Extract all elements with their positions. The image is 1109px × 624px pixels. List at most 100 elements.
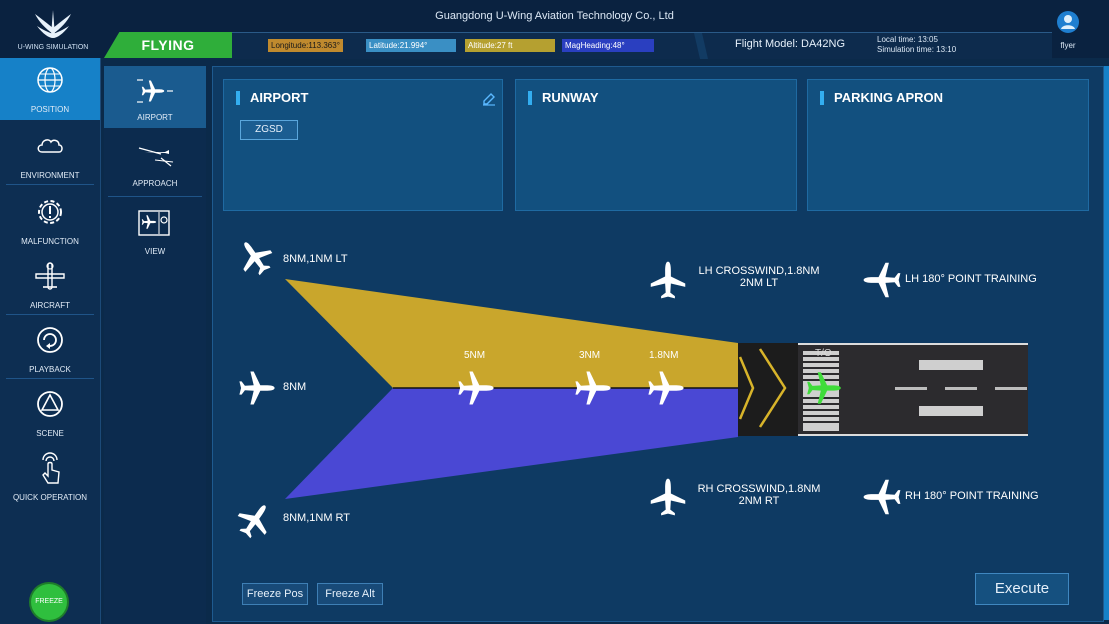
- nav-environment-label: ENVIRONMENT: [20, 171, 80, 180]
- plane-8nm-rt-icon[interactable]: [231, 496, 279, 544]
- card-accent: [236, 91, 240, 105]
- card-accent: [528, 91, 532, 105]
- divider-icon: [694, 33, 708, 59]
- nav-malfunction-label: MALFUNCTION: [21, 237, 79, 246]
- local-time: Local time: 13:05: [877, 35, 938, 44]
- execute-button[interactable]: Execute: [975, 573, 1069, 605]
- plane-lh-crosswind-icon[interactable]: [650, 261, 686, 299]
- plane-lh-180-icon[interactable]: [863, 262, 901, 298]
- freeze-pos-button[interactable]: Freeze Pos: [242, 583, 308, 605]
- plane-8nm-lt-icon[interactable]: [231, 233, 279, 281]
- scene-icon: [37, 391, 63, 417]
- main-sidebar: POSITION ENVIRONMENT MALFUNCTION AIRCRAF…: [0, 58, 101, 624]
- card-accent: [820, 91, 824, 105]
- label-takeoff: T/O: [815, 348, 832, 359]
- nav-playback[interactable]: PLAYBACK: [0, 318, 100, 380]
- flight-mode-badge: FLYING: [104, 32, 232, 58]
- nav-scene-label: SCENE: [36, 429, 64, 438]
- status-bar: Longitude:113.363° Latitude:21.994° Alti…: [232, 32, 1052, 59]
- freeze-alt-button[interactable]: Freeze Alt: [317, 583, 383, 605]
- edit-icon[interactable]: [482, 92, 496, 106]
- airport-plane-icon: [137, 79, 173, 103]
- runway-card-title: RUNWAY: [542, 90, 599, 105]
- subnav-airport[interactable]: AIRPORT: [104, 66, 206, 128]
- subnav-airport-label: AIRPORT: [137, 113, 173, 122]
- label-1-8nm: 1.8NM: [649, 350, 679, 361]
- nav-playback-label: PLAYBACK: [29, 365, 71, 374]
- airport-card: AIRPORT ZGSD: [223, 79, 503, 211]
- nav-aircraft-label: AIRCRAFT: [30, 301, 70, 310]
- nav-scene[interactable]: SCENE: [0, 382, 100, 444]
- subnav-approach[interactable]: APPROACH: [104, 132, 206, 194]
- globe-icon: [37, 67, 63, 93]
- right-approach-sector[interactable]: [285, 388, 738, 499]
- runway-edge: [798, 343, 1028, 345]
- approach-icon: [138, 147, 174, 167]
- aircraft-icon: [35, 262, 65, 290]
- altitude-chip: Altitude:27 ft: [465, 39, 555, 52]
- label-lh-crosswind-line2: 2NM LT: [739, 277, 779, 289]
- user-name: flyer: [1060, 41, 1076, 50]
- runway-threshold-area: [738, 343, 798, 436]
- nav-environment[interactable]: ENVIRONMENT: [0, 124, 100, 186]
- label-lh-crosswind-line1: LH CROSSWIND,1.8NM: [698, 265, 820, 277]
- label-3nm: 3NM: [579, 350, 601, 361]
- time-info: Local time: 13:05 Simulation time: 13:10: [877, 35, 956, 55]
- runway-edge: [798, 434, 1028, 436]
- subnav-view[interactable]: VIEW: [104, 200, 206, 262]
- nav-divider: [6, 184, 94, 185]
- chevron-marking: [738, 356, 755, 420]
- centerline-dashes: [895, 387, 1027, 390]
- nav-quick-operation[interactable]: QUICK OPERATION: [0, 446, 100, 508]
- nav-quick-operation-label: QUICK OPERATION: [12, 493, 88, 502]
- nav-position[interactable]: POSITION: [0, 58, 100, 120]
- nav-divider: [6, 378, 94, 379]
- user-icon: [1057, 11, 1079, 33]
- warning-gear-icon: [38, 200, 62, 224]
- latitude-chip: Latitude:21.994°: [366, 39, 456, 52]
- runway-card: RUNWAY: [515, 79, 797, 211]
- playback-icon: [37, 327, 63, 353]
- label-rh-crosswind-line2: 2NM RT: [738, 495, 780, 507]
- nav-malfunction[interactable]: MALFUNCTION: [0, 190, 100, 252]
- nav-position-label: POSITION: [30, 105, 70, 114]
- label-rh-180: RH 180° POINT TRAINING: [905, 490, 1039, 502]
- longitude-chip: Longitude:113.363°: [268, 39, 343, 52]
- cloud-icon: [37, 139, 63, 153]
- company-name: Guangdong U-Wing Aviation Technology Co.…: [435, 10, 674, 22]
- subnav-view-label: VIEW: [144, 247, 166, 256]
- logo: U-WING SIMULATION: [8, 6, 98, 52]
- freeze-button[interactable]: FREEZE: [31, 584, 67, 620]
- simulation-time: Simulation time: 13:10: [877, 45, 957, 54]
- parking-apron-card-title: PARKING APRON: [834, 90, 944, 105]
- label-5nm: 5NM: [464, 350, 486, 361]
- label-lh-crosswind: LH CROSSWIND,1.8NM 2NM LT: [691, 265, 827, 289]
- parking-apron-card: PARKING APRON: [807, 79, 1089, 211]
- plane-8nm-icon[interactable]: [239, 371, 275, 405]
- plane-rh-crosswind-icon[interactable]: [650, 478, 686, 516]
- subnav-divider: [108, 196, 202, 197]
- airport-card-title: AIRPORT: [250, 90, 309, 105]
- mag-heading-chip: MagHeading:48°: [562, 39, 654, 52]
- sub-sidebar: AIRPORT APPROACH VIEW: [104, 66, 206, 624]
- uwing-logo-icon: [35, 10, 71, 38]
- flight-model: Flight Model: DA42NG: [735, 38, 846, 50]
- approach-diagram: [231, 233, 1028, 544]
- label-rh-crosswind: RH CROSSWIND,1.8NM 2NM RT: [691, 483, 827, 507]
- main-panel: AIRPORT ZGSD RUNWAY PARKING APRON: [212, 66, 1104, 622]
- label-rh-crosswind-line1: RH CROSSWIND,1.8NM: [697, 483, 821, 495]
- touchdown-marking: [919, 360, 983, 370]
- nav-aircraft[interactable]: AIRCRAFT: [0, 254, 100, 316]
- touchdown-marking: [919, 406, 983, 416]
- chevron-marking: [758, 348, 787, 428]
- subnav-approach-label: APPROACH: [132, 179, 178, 188]
- user-profile[interactable]: flyer: [1040, 10, 1096, 50]
- scrollbar[interactable]: [1104, 66, 1109, 620]
- plane-rh-180-icon[interactable]: [863, 479, 901, 515]
- airport-code-field[interactable]: ZGSD: [240, 120, 298, 140]
- logo-text: U-WING SIMULATION: [17, 44, 89, 51]
- view-map-icon: [138, 210, 170, 236]
- left-approach-sector[interactable]: [285, 279, 738, 388]
- hand-touch-icon: [42, 452, 60, 484]
- label-lh-180: LH 180° POINT TRAINING: [905, 273, 1037, 285]
